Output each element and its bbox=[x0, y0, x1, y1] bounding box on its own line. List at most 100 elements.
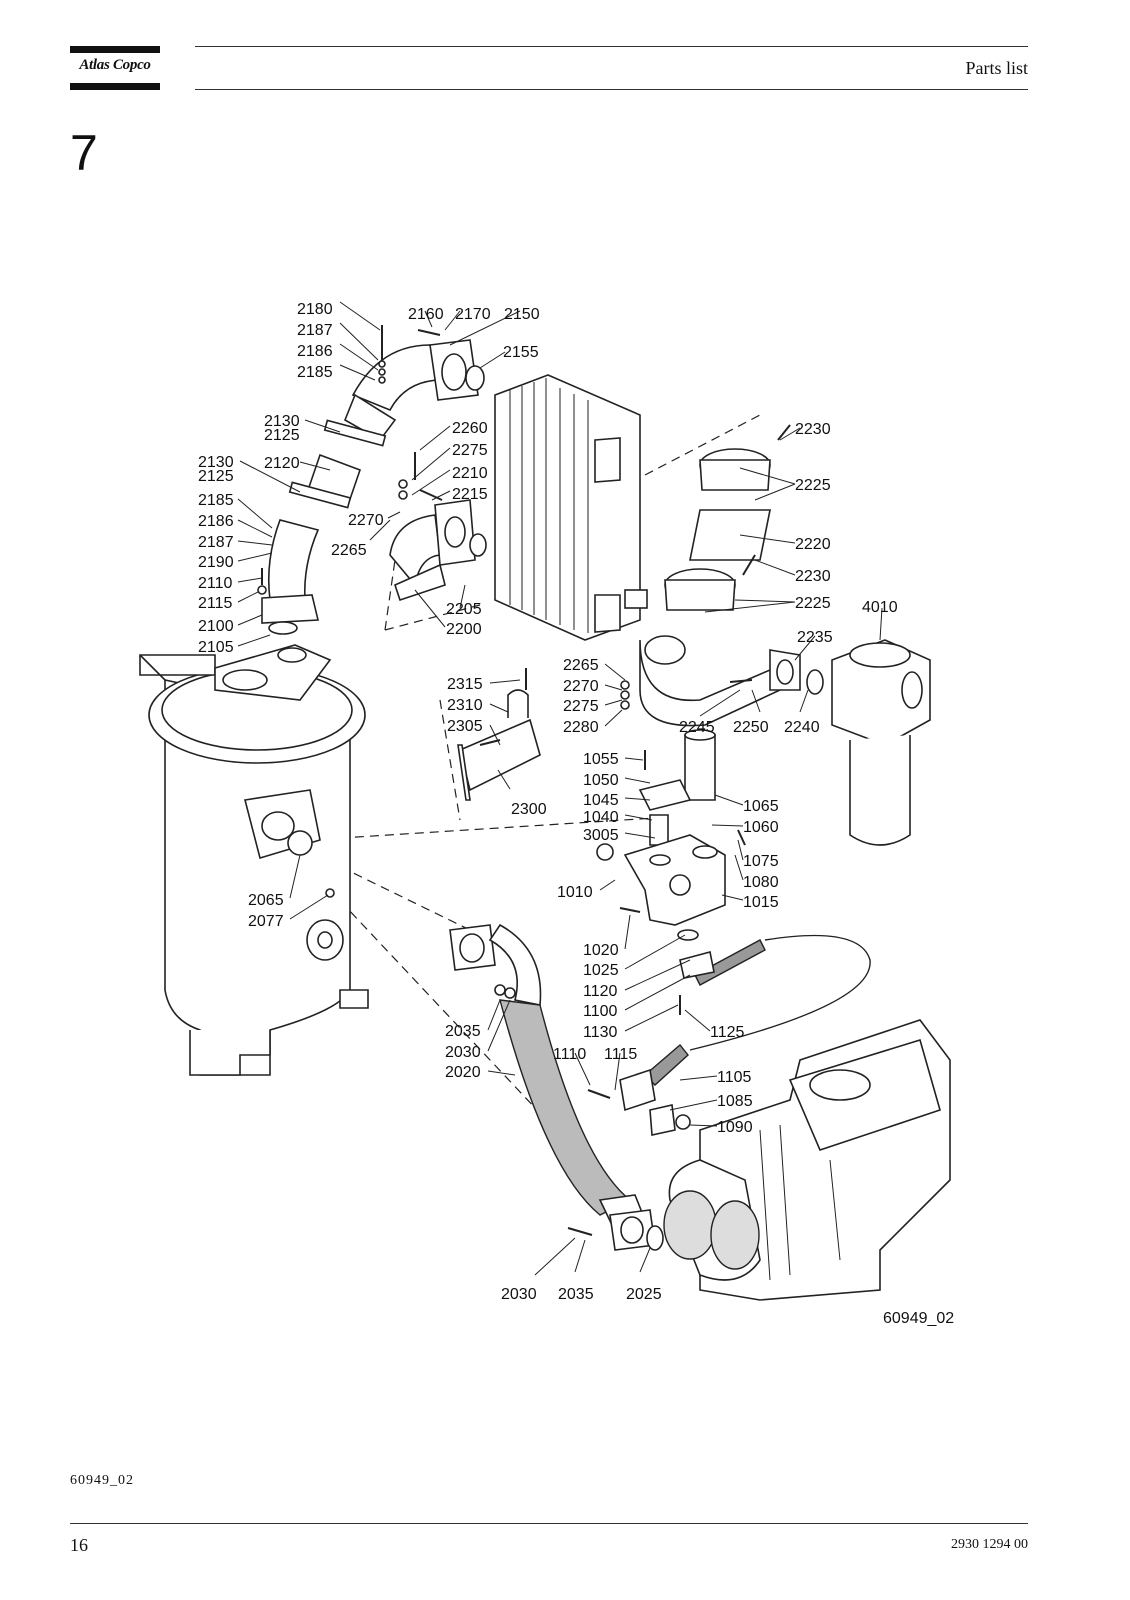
callout-1060: 1060 bbox=[743, 819, 779, 836]
brand-name: Atlas Copco bbox=[79, 57, 151, 73]
callout-2150: 2150 bbox=[504, 306, 540, 323]
fasteners bbox=[257, 325, 791, 1236]
callout-1010: 1010 bbox=[557, 884, 593, 901]
callout-2020: 2020 bbox=[445, 1064, 481, 1081]
callout-2186: 2186 bbox=[297, 343, 333, 360]
callout-1130: 1130 bbox=[583, 1024, 618, 1041]
callout-1065: 1065 bbox=[743, 798, 779, 815]
callout-2125: 2125 bbox=[198, 468, 234, 485]
document-number: 2930 1294 00 bbox=[951, 1537, 1028, 1552]
callout-1100: 1100 bbox=[583, 1003, 618, 1020]
callout-2265: 2265 bbox=[563, 657, 599, 674]
connection-pipe-clamps bbox=[664, 448, 771, 611]
callout-2230: 2230 bbox=[795, 421, 831, 438]
callout-1050: 1050 bbox=[583, 772, 619, 789]
callout-2170: 2170 bbox=[455, 306, 491, 323]
page-number: 16 bbox=[70, 1535, 88, 1555]
callout-2035: 2035 bbox=[445, 1023, 481, 1040]
callout-1075: 1075 bbox=[743, 853, 779, 870]
section-title: Parts list bbox=[965, 58, 1028, 78]
callout-2130: 2130 bbox=[198, 454, 234, 471]
chapter-number: 7 bbox=[70, 125, 98, 181]
callout-1080: 1080 bbox=[743, 874, 779, 891]
callout-leader-lines bbox=[237, 301, 883, 1276]
oil-filter-assembly bbox=[596, 729, 726, 941]
callout-2130: 2130 bbox=[264, 413, 300, 430]
cooler-inlet-elbow bbox=[389, 499, 487, 602]
callout-2187: 2187 bbox=[198, 534, 234, 551]
callout-2265: 2265 bbox=[331, 542, 367, 559]
callout-2225: 2225 bbox=[795, 477, 831, 494]
oil-hose-1105 bbox=[619, 1043, 691, 1136]
header-rule-bottom bbox=[195, 89, 1028, 90]
callout-2155: 2155 bbox=[503, 344, 539, 361]
callout-2250: 2250 bbox=[733, 719, 769, 736]
callout-2300: 2300 bbox=[511, 801, 547, 818]
callout-2125: 2125 bbox=[264, 427, 300, 444]
compressor-element bbox=[663, 1019, 951, 1301]
callout-2275: 2275 bbox=[452, 442, 488, 459]
air-filter-4010 bbox=[831, 639, 931, 846]
filter-inlet-pipe bbox=[639, 635, 824, 727]
callout-2275: 2275 bbox=[563, 698, 599, 715]
callout-3005: 3005 bbox=[583, 827, 619, 844]
callout-2190: 2190 bbox=[198, 554, 234, 571]
callout-2160: 2160 bbox=[408, 306, 444, 323]
callout-1105: 1105 bbox=[717, 1069, 752, 1086]
callout-1120: 1120 bbox=[583, 983, 618, 1000]
footer-rule bbox=[70, 1523, 1028, 1524]
callout-1025: 1025 bbox=[583, 962, 619, 979]
callout-2030: 2030 bbox=[501, 1286, 537, 1303]
callout-2210: 2210 bbox=[452, 465, 488, 482]
callout-1125: 1125 bbox=[710, 1024, 745, 1041]
callout-2205: 2205 bbox=[446, 601, 482, 618]
callout-2185: 2185 bbox=[297, 364, 333, 381]
assembly-guide-lines bbox=[299, 414, 761, 1231]
separator-vessel bbox=[139, 644, 369, 1076]
callout-1085: 1085 bbox=[717, 1093, 753, 1110]
callout-2245: 2245 bbox=[679, 719, 715, 736]
exploded-parts-diagram: 2180218721862185216021702150215521302125… bbox=[139, 301, 954, 1327]
callout-2100: 2100 bbox=[198, 618, 234, 635]
callout-2260: 2260 bbox=[452, 420, 488, 437]
callout-2077: 2077 bbox=[248, 913, 284, 930]
callout-2185: 2185 bbox=[198, 492, 234, 509]
discharge-pipe-2020 bbox=[449, 923, 664, 1251]
oil-hose-1100 bbox=[679, 934, 871, 1051]
callout-1090: 1090 bbox=[717, 1119, 753, 1136]
bracket-2300 bbox=[457, 689, 541, 801]
callout-2240: 2240 bbox=[784, 719, 820, 736]
callout-2225: 2225 bbox=[795, 595, 831, 612]
callout-1055: 1055 bbox=[583, 751, 619, 768]
callout-2030: 2030 bbox=[445, 1044, 481, 1061]
callout-2120: 2120 bbox=[264, 455, 300, 472]
callout-2215: 2215 bbox=[452, 486, 488, 503]
callout-1015: 1015 bbox=[743, 894, 779, 911]
callout-2270: 2270 bbox=[348, 512, 384, 529]
callout-2035: 2035 bbox=[558, 1286, 594, 1303]
callout-2110: 2110 bbox=[198, 575, 233, 592]
callout-2280: 2280 bbox=[563, 719, 599, 736]
callout-2235: 2235 bbox=[797, 629, 833, 646]
callout-1040: 1040 bbox=[583, 809, 619, 826]
callout-2200: 2200 bbox=[446, 621, 482, 638]
callout-2230: 2230 bbox=[795, 568, 831, 585]
callout-1045: 1045 bbox=[583, 792, 619, 809]
callout-2105: 2105 bbox=[198, 639, 234, 656]
callout-1020: 1020 bbox=[583, 942, 619, 959]
footer-figure-reference: 60949_02 bbox=[70, 1473, 134, 1488]
callout-2025: 2025 bbox=[626, 1286, 662, 1303]
callout-2115: 2115 bbox=[198, 595, 233, 612]
callout-2310: 2310 bbox=[447, 697, 483, 714]
callout-2065: 2065 bbox=[248, 892, 284, 909]
callout-2180: 2180 bbox=[297, 301, 333, 318]
callout-2187: 2187 bbox=[297, 322, 333, 339]
oil-cooler bbox=[494, 374, 648, 641]
header-rule-top bbox=[195, 46, 1028, 47]
callout-2315: 2315 bbox=[447, 676, 483, 693]
callout-1115: 1115 bbox=[604, 1046, 637, 1063]
callout-60949_02: 60949_02 bbox=[883, 1310, 954, 1327]
callout-2186: 2186 bbox=[198, 513, 234, 530]
upper-elbow-pipe bbox=[261, 339, 485, 635]
